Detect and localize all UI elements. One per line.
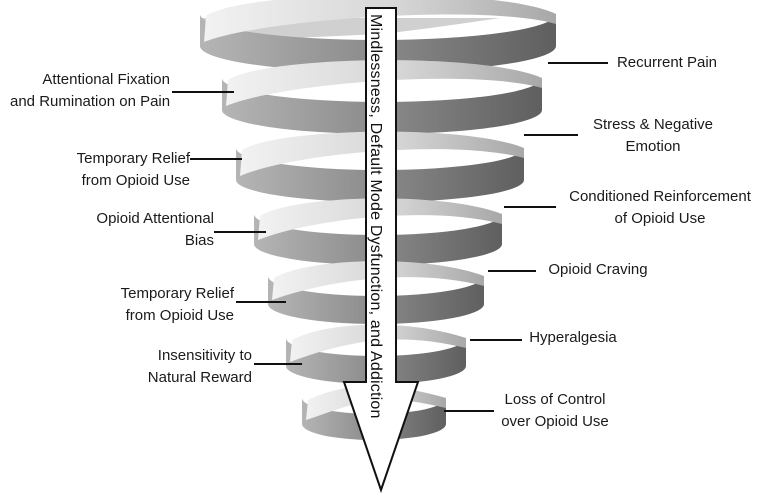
spiral-band-face-5 (272, 261, 484, 300)
arrow-caption: Mindlessness, Default Mode Dysfunction, … (367, 14, 384, 419)
right-label-2-line1: Stress & Negative (592, 116, 714, 133)
left-label-1-line2: and Rumination on Pain (10, 93, 171, 110)
right-leader-3 (504, 206, 556, 208)
left-label-4: Temporary Relief from Opioid Use (80, 283, 234, 327)
right-leader-5 (470, 339, 522, 341)
right-leader-4 (488, 270, 536, 272)
spiral-band-face-2 (226, 60, 542, 106)
right-label-2: Stress & Negative Emotion (578, 114, 728, 158)
left-leader-3 (214, 231, 266, 233)
spiral-band-face-4 (258, 198, 502, 240)
spiral-band-face-1 (204, 0, 556, 42)
left-label-3-line2: Bias (184, 232, 214, 249)
spiral-band-face-6 (290, 324, 466, 362)
left-label-1: Attentional Fixation and Rumination on P… (10, 69, 170, 113)
right-leader-6 (444, 410, 494, 412)
right-label-2-line2: Emotion (625, 138, 681, 155)
left-label-5-line1: Insensitivity to (157, 347, 252, 364)
right-leader-2 (524, 134, 578, 136)
left-leader-5 (254, 363, 302, 365)
right-label-1-line1: Recurrent Pain (616, 54, 718, 71)
left-leader-4 (236, 301, 286, 303)
spiral-band-face-3 (240, 131, 524, 176)
left-label-3: Opioid Attentional Bias (40, 208, 214, 252)
right-label-1: Recurrent Pain (605, 52, 729, 74)
right-label-6-line1: Loss of Control (504, 391, 606, 408)
left-label-5-line2: Natural Reward (147, 369, 252, 386)
left-label-2-line1: Temporary Relief (76, 150, 190, 167)
right-label-6: Loss of Control over Opioid Use (488, 389, 622, 433)
left-label-2-line2: from Opioid Use (81, 172, 190, 189)
left-label-5: Insensitivity to Natural Reward (110, 345, 252, 389)
left-label-4-line2: from Opioid Use (125, 307, 234, 324)
left-label-1-line1: Attentional Fixation (42, 71, 170, 88)
left-label-4-line1: Temporary Relief (120, 285, 234, 302)
right-label-5-line1: Hyperalgesia (529, 329, 617, 346)
right-label-3-line1: Conditioned Reinforcement (569, 188, 751, 205)
right-label-4: Opioid Craving (536, 259, 660, 281)
right-label-6-line2: over Opioid Use (501, 413, 609, 430)
right-label-5: Hyperalgesia (520, 327, 626, 349)
right-leader-1 (548, 62, 608, 64)
center-arrow (342, 7, 420, 494)
right-label-4-line1: Opioid Craving (548, 261, 648, 278)
left-leader-2 (190, 158, 242, 160)
left-label-2: Temporary Relief from Opioid Use (40, 148, 190, 192)
center-arrow-shape (342, 7, 420, 494)
right-label-3-line2: of Opioid Use (614, 210, 706, 227)
left-leader-1 (172, 91, 234, 93)
left-label-3-line1: Opioid Attentional (96, 210, 214, 227)
right-label-3: Conditioned Reinforcement of Opioid Use (556, 186, 764, 230)
